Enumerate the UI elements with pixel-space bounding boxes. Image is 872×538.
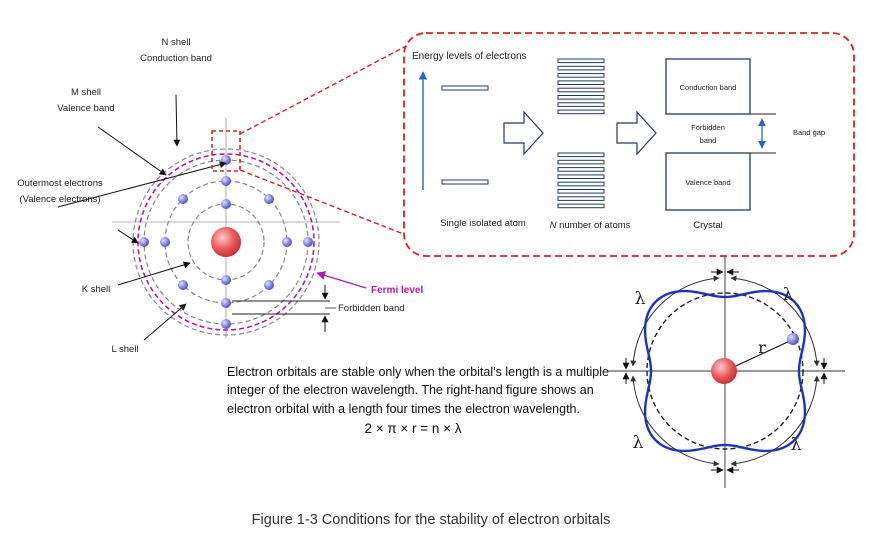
explanation-line-2: integer of the electron wavelength. The … [227, 383, 594, 397]
conduction-band-label: Conduction band [140, 53, 212, 64]
electron [221, 199, 231, 209]
split-energy-level [557, 196, 605, 201]
electron [160, 237, 170, 247]
forbidden-label-line2: band [700, 136, 717, 145]
forbidden-label-line1: Forbidden [691, 123, 725, 132]
n-italic: N [550, 220, 557, 231]
split-energy-level [557, 65, 605, 71]
n-shell-label: N shell [161, 37, 190, 48]
mean-orbit-dashed [646, 292, 804, 450]
explanation-text: Electron orbitals are stable only when t… [227, 365, 609, 436]
electron [221, 176, 231, 186]
single-atom-upper-level [441, 85, 489, 91]
band-gap-label: Band gap [793, 128, 825, 137]
n-shell-pointer [173, 94, 181, 147]
figure-caption: Figure 1-3 Conditions for the stability … [252, 512, 611, 528]
split-energy-level [557, 95, 605, 100]
conduction-band-box [665, 58, 751, 115]
electron [221, 275, 231, 285]
electron [178, 194, 188, 204]
lambda-label-top-left: λ [635, 289, 646, 309]
single-atom-lower-level [441, 179, 489, 185]
wavelength-arc [730, 275, 820, 367]
k-shell-pointer [117, 261, 191, 286]
electron [221, 298, 231, 308]
energy-levels-label: Energy levels of electrons [412, 51, 527, 62]
split-energy-level [557, 109, 605, 115]
energy-band-callout: Energy levels of electrons Conduction ba… [211, 32, 855, 257]
fermi-level-label: Fermi level [371, 285, 423, 296]
callout-connector-bottom [239, 169, 407, 236]
electron [178, 280, 188, 290]
n-atoms-caption: N number of atoms [550, 220, 631, 231]
outer-electron-pointer [117, 229, 139, 244]
callout-connector-top [239, 43, 411, 135]
split-energy-level [557, 152, 605, 158]
valence-electrons-pointer [57, 161, 227, 208]
wave-electron [787, 333, 799, 345]
k-shell-label: K shell [82, 284, 111, 295]
electron [264, 194, 274, 204]
n-atoms-text: number of atoms [556, 220, 630, 231]
electron [282, 237, 292, 247]
standing-wave-orbital: λ λ λ λ r [608, 256, 845, 488]
fermi-level-pointer [316, 271, 367, 289]
electron-standing-wave [643, 289, 807, 453]
split-energy-level [557, 102, 605, 107]
conduction-band-box-label: Conduction band [680, 83, 737, 92]
split-energy-level [557, 58, 605, 64]
split-energy-level [557, 73, 605, 78]
l-shell-label: L shell [111, 344, 138, 355]
atom-diagram: N shell Conduction band M shell Valence … [17, 37, 423, 355]
valence-band-box [665, 152, 751, 211]
split-energy-level [557, 203, 605, 209]
single-atom-caption: Single isolated atom [440, 218, 526, 229]
wavelength-arc [630, 375, 720, 467]
split-energy-level [557, 189, 605, 194]
m-shell-pointer [97, 126, 167, 176]
orbit-formula: 2 × π × r = n × λ [364, 421, 461, 436]
radius-line [724, 339, 793, 372]
split-energy-level [557, 80, 605, 86]
split-energy-level [557, 181, 605, 187]
forbidden-band-label: Forbidden band [338, 303, 405, 314]
valence-band-box-label: Valence band [685, 178, 730, 187]
hollow-arrow-right [503, 110, 544, 156]
split-energy-level [557, 174, 605, 179]
valence-band-label: Valence band [57, 103, 114, 114]
electron [139, 237, 149, 247]
outermost-electrons-label: Outermost electrons [17, 178, 103, 189]
nucleus [211, 227, 241, 257]
n-atom-energy-levels [557, 58, 605, 209]
wavelength-arc [730, 375, 820, 467]
explanation-line-3: electron orbital with a length four time… [227, 402, 580, 416]
split-energy-level [557, 167, 605, 172]
callout-highlight-box [211, 130, 241, 172]
electron [264, 280, 274, 290]
lambda-label-bottom-left: λ [633, 433, 644, 453]
wavelength-arc [630, 275, 720, 367]
radius-label: r [758, 338, 766, 357]
valence-electrons-label: (Valence electrons) [19, 194, 100, 205]
crystal-caption: Crystal [693, 220, 723, 231]
explanation-line-1: Electron orbitals are stable only when t… [227, 365, 609, 379]
wave-nucleus [711, 358, 737, 384]
hollow-arrow-right [616, 110, 657, 156]
split-energy-level [557, 87, 605, 93]
electron [221, 319, 231, 329]
electron [303, 237, 313, 247]
lambda-label-top-right: λ [783, 285, 794, 305]
split-energy-level [557, 159, 605, 165]
lambda-label-bottom-right: λ [791, 435, 802, 455]
l-shell-pointer [143, 303, 187, 341]
m-shell-label: M shell [71, 87, 101, 98]
